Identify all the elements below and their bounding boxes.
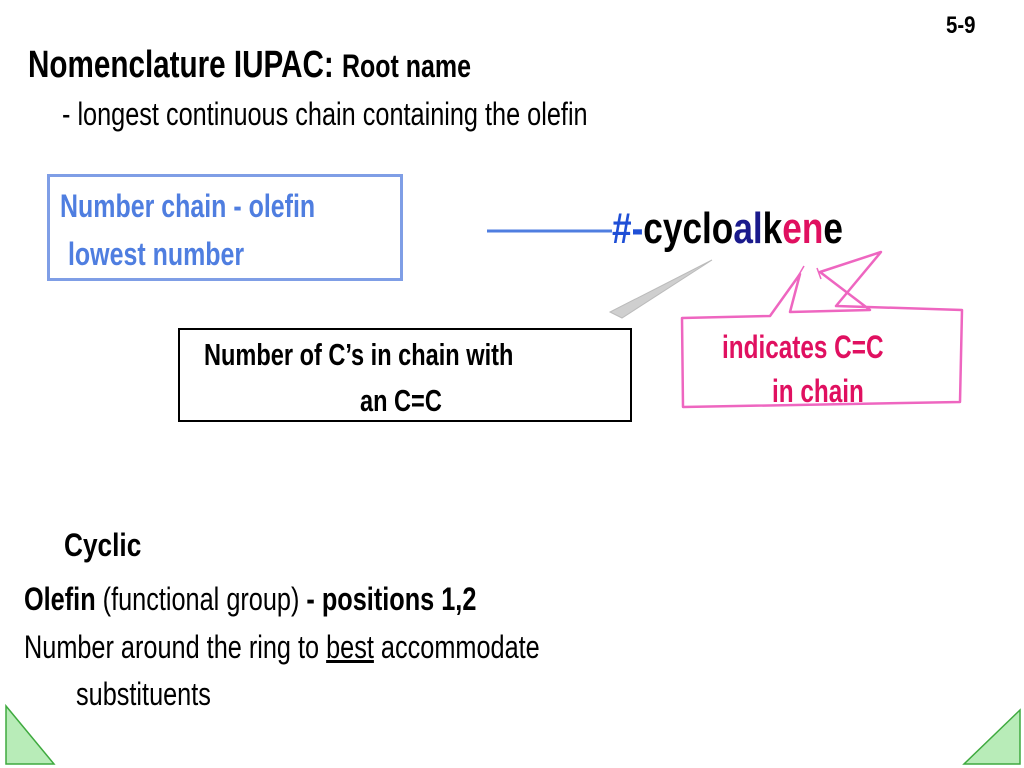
triangle-next-icon[interactable] <box>962 708 1021 765</box>
chain-count-line-1: Number of C’s in chain with <box>204 337 514 372</box>
olefin-label: Olefin <box>24 581 96 617</box>
formula-locant: #- <box>612 204 644 253</box>
chain-count-box <box>178 328 632 422</box>
formula-cyclo: cyclo <box>643 204 734 253</box>
ring-numbering-line: Number around the ring to best accommoda… <box>24 629 540 666</box>
formula-al: al <box>733 204 763 253</box>
pink-tick-left <box>796 265 805 279</box>
olefin-line: Olefin (functional group) - positions 1,… <box>24 581 476 618</box>
triangle-prev-icon[interactable] <box>5 703 56 765</box>
ring-suffix: accommodate <box>373 629 540 665</box>
olefin-positions: - positions 1,2 <box>306 581 477 617</box>
pink-callout-box <box>680 250 964 409</box>
pink-tick-right <box>816 267 822 280</box>
substituents-line: substituents <box>76 676 211 712</box>
chain-count-line-2: an C=C <box>360 383 442 418</box>
slide-title: Nomenclature IUPAC: Root name <box>28 44 471 87</box>
cyclic-heading: Cyclic <box>64 527 142 563</box>
title-main: Nomenclature IUPAC: <box>28 44 334 86</box>
formula-en: en <box>782 204 824 253</box>
formula-k: k <box>762 204 783 253</box>
title-sub: Root name <box>342 48 471 84</box>
formula-e: e <box>823 204 843 253</box>
gray-pointer-wedge <box>608 259 713 319</box>
ring-prefix: Number around the ring to <box>24 629 327 665</box>
slide-number: 5-9 <box>946 12 976 39</box>
ring-best: best <box>326 629 374 665</box>
number-chain-line-2: lowest number <box>68 236 245 272</box>
indicates-line-1: indicates C=C <box>722 329 884 365</box>
slide-subtitle: - longest continuous chain containing th… <box>62 96 588 132</box>
number-chain-line-1: Number chain - olefin <box>60 188 316 224</box>
indicates-line-2: in chain <box>772 373 864 409</box>
olefin-paren: (functional group) <box>95 581 307 617</box>
number-chain-box <box>47 174 403 281</box>
name-formula: #-cycloalkene <box>612 204 843 254</box>
